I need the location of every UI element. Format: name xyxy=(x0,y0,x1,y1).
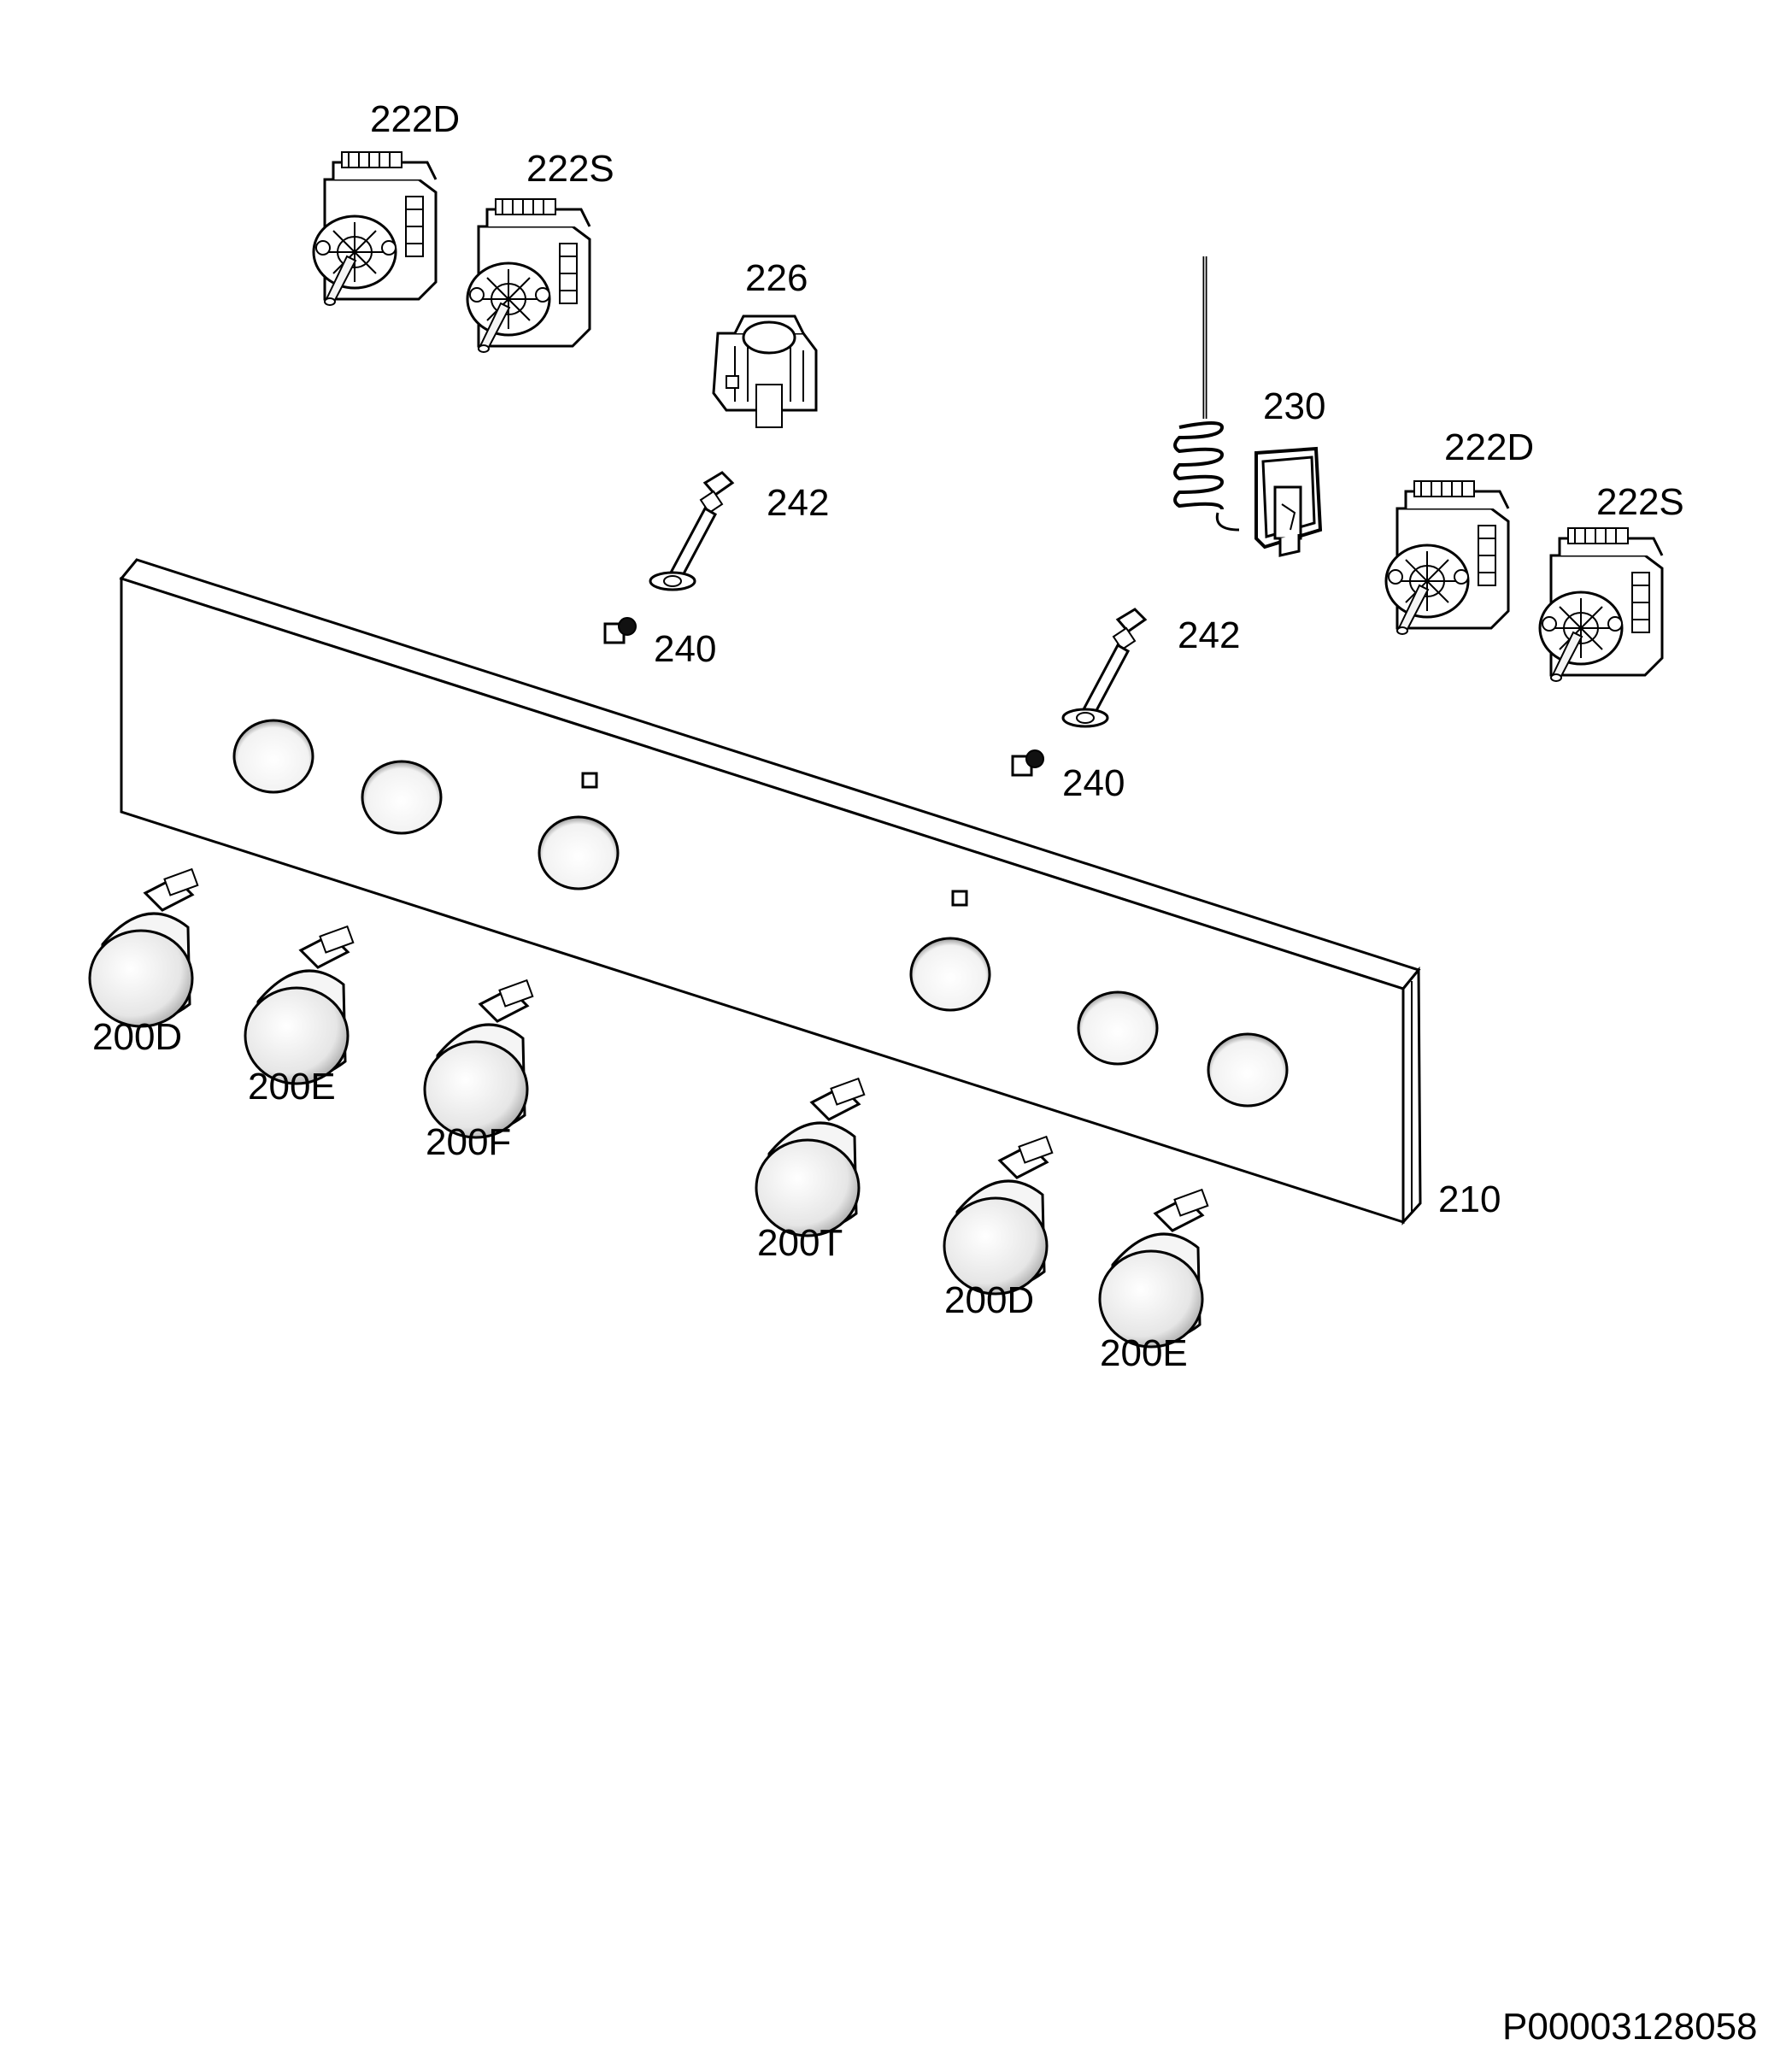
energy-regulator-222s-right xyxy=(1538,526,1664,683)
label-200e-right: 200E xyxy=(1100,1332,1188,1374)
control-panel xyxy=(119,558,1422,1225)
panel-knob-holes xyxy=(232,719,1289,1108)
label-240-b: 240 xyxy=(1062,762,1125,804)
label-222d-top: 222D xyxy=(370,98,461,140)
label-242-b: 242 xyxy=(1178,614,1241,656)
lamp-240-a xyxy=(603,616,637,644)
knob-200t xyxy=(755,1077,866,1237)
energy-regulator-222d-top xyxy=(312,150,438,307)
label-222s-top: 222S xyxy=(526,148,614,190)
knob-200d-right xyxy=(943,1135,1054,1296)
indicator-window-left xyxy=(581,772,598,789)
label-230: 230 xyxy=(1263,385,1326,427)
energy-regulator-222s-top xyxy=(466,197,591,354)
label-200d-left: 200D xyxy=(92,1016,183,1058)
selector-switch xyxy=(712,314,818,428)
knob-200f xyxy=(423,978,534,1139)
knob-200e-right xyxy=(1098,1188,1209,1349)
label-242-a: 242 xyxy=(767,482,830,524)
label-226: 226 xyxy=(745,257,808,299)
label-200d-right: 200D xyxy=(944,1279,1035,1321)
label-210: 210 xyxy=(1438,1178,1501,1220)
label-200e-left: 200E xyxy=(248,1066,336,1108)
label-222s-right: 222S xyxy=(1596,481,1684,523)
indicator-window-right xyxy=(951,890,968,907)
lamp-holder-242-a xyxy=(649,471,734,591)
knob-200d-left xyxy=(88,867,199,1028)
label-222d-right: 222D xyxy=(1444,426,1535,468)
document-id: P00003128058 xyxy=(1502,2006,1758,2048)
knob-200e-left xyxy=(244,925,355,1085)
label-200f: 200F xyxy=(426,1121,512,1163)
lamp-240-b xyxy=(1011,749,1045,777)
label-240-a: 240 xyxy=(654,628,717,670)
energy-regulator-222d-right xyxy=(1384,479,1510,636)
label-200t: 200T xyxy=(757,1222,843,1264)
lamp-holder-242-b xyxy=(1061,608,1147,728)
thermostat xyxy=(1173,256,1323,557)
